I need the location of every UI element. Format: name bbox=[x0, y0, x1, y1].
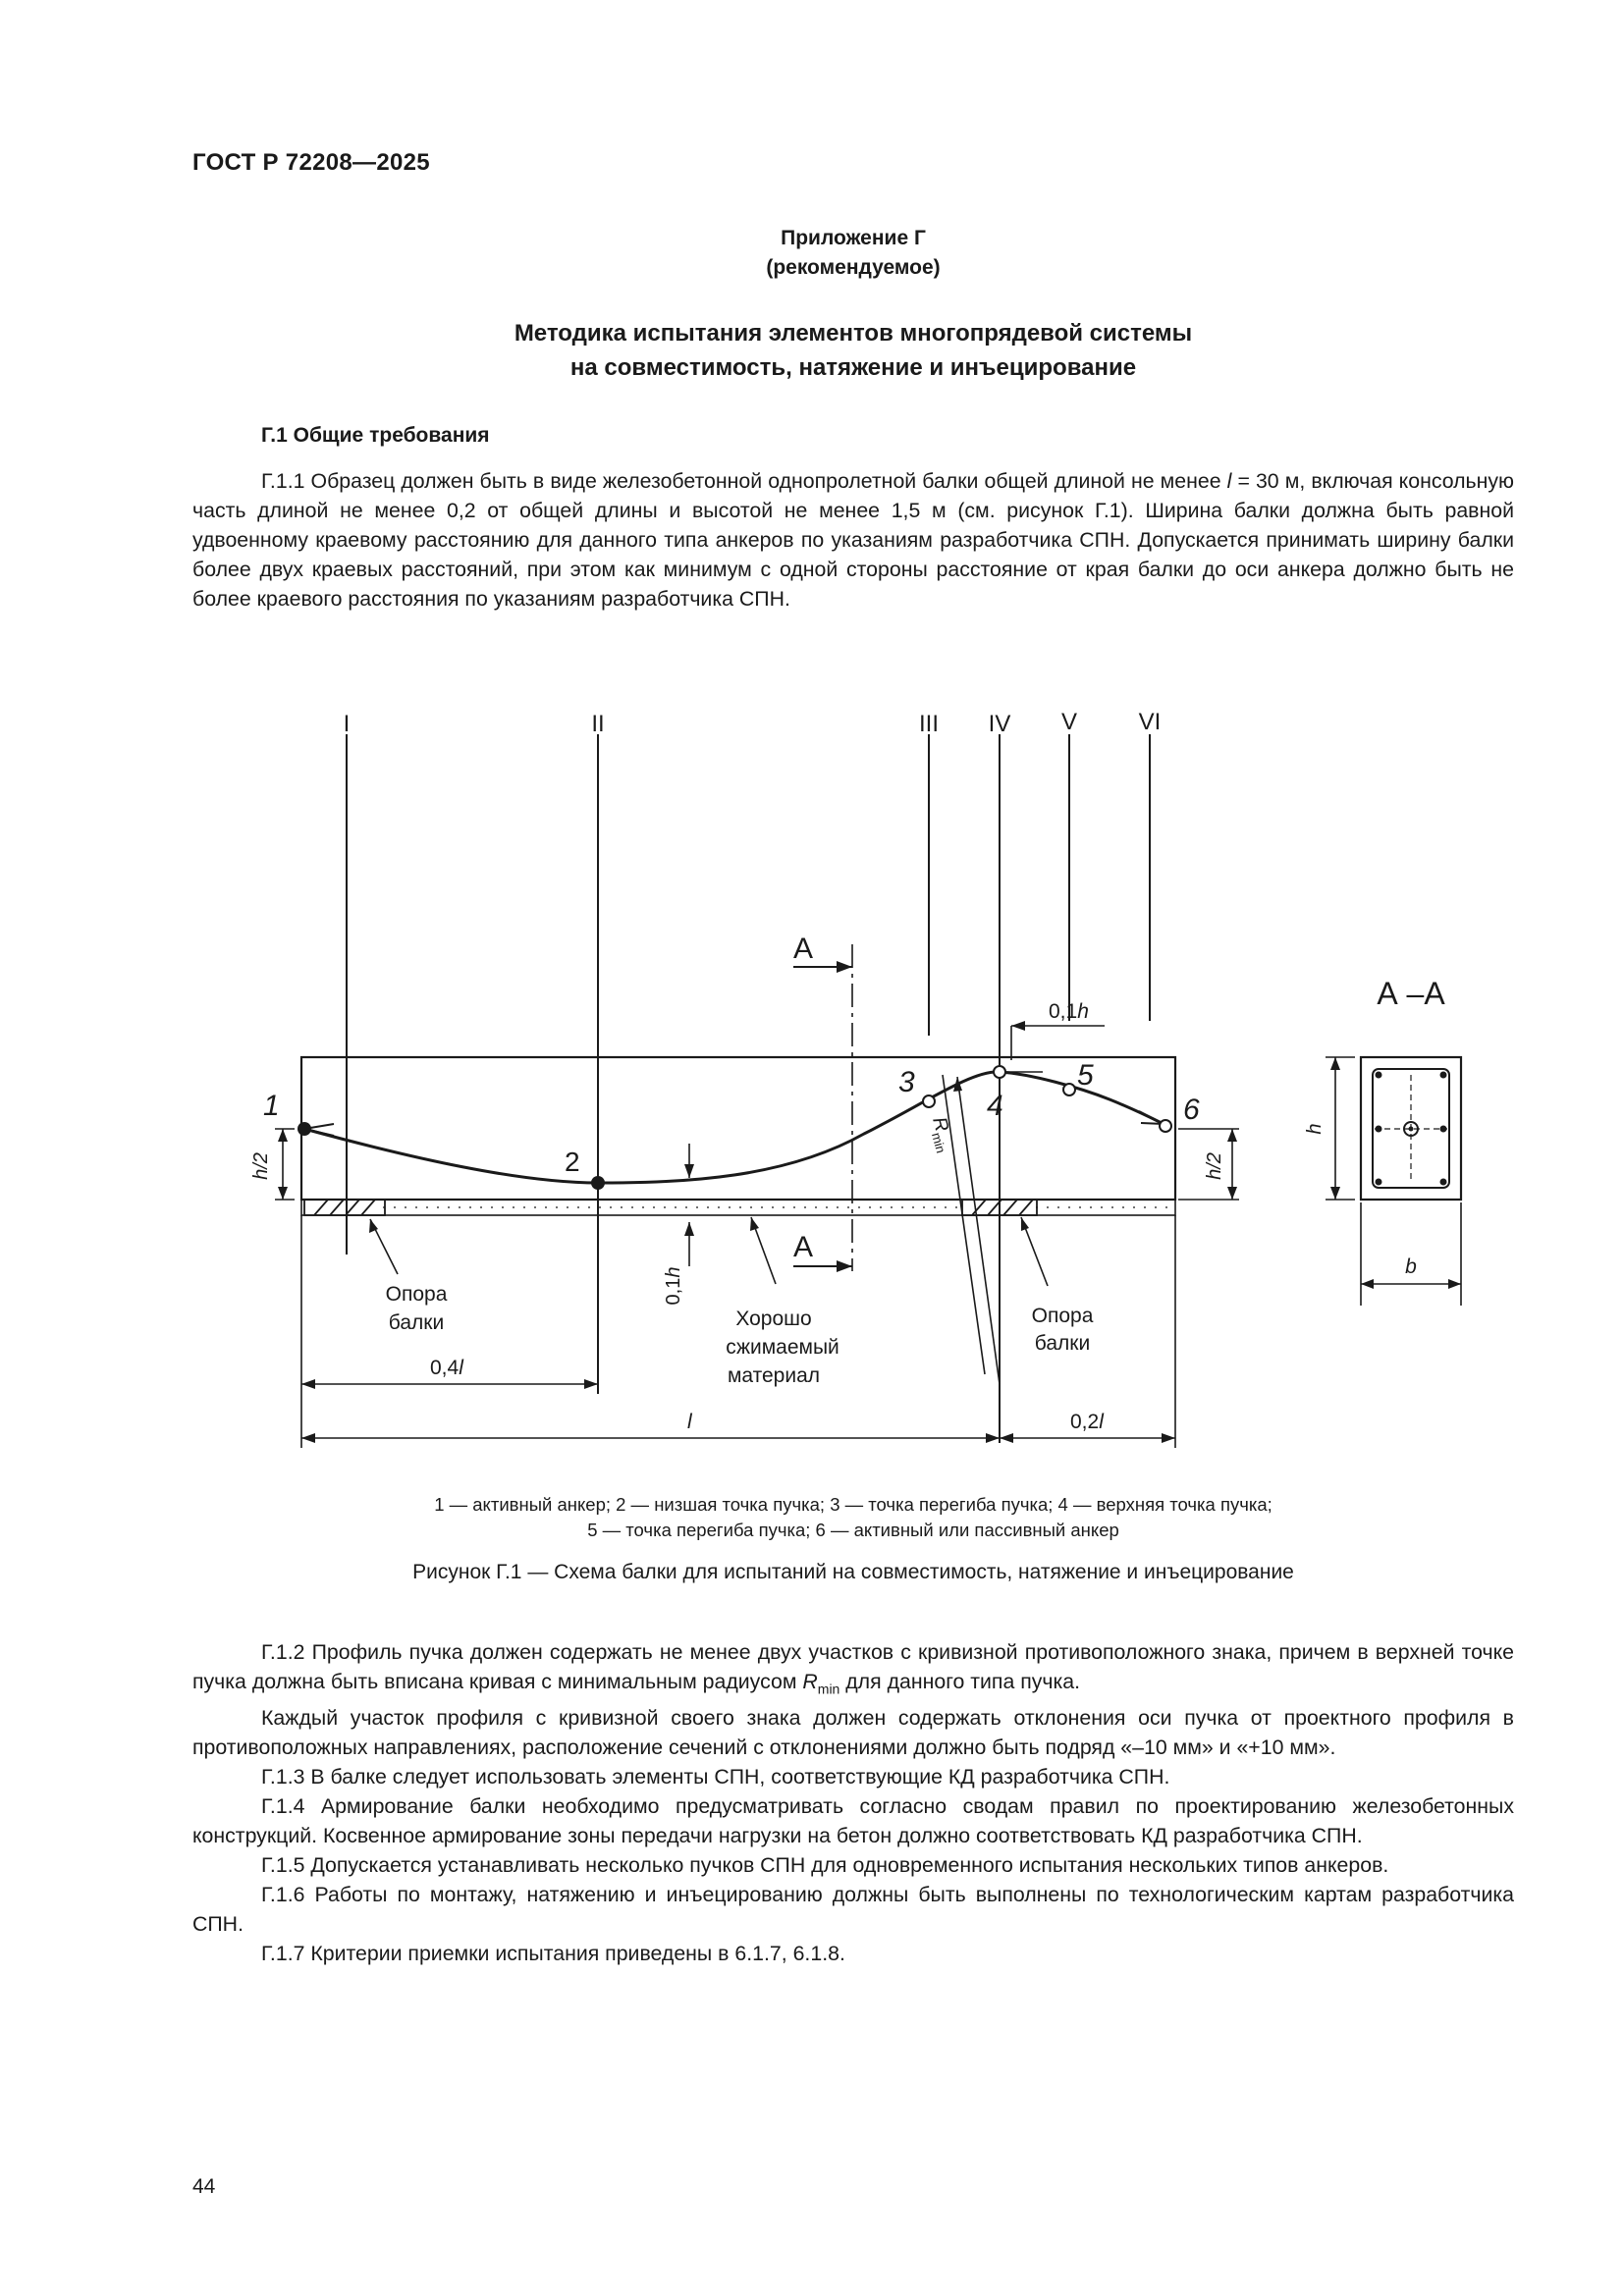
support-left-line1: Опора bbox=[386, 1283, 448, 1306]
annex-title-line2: на совместимость, натяжение и инъецирова… bbox=[569, 354, 1137, 381]
section-heading: Г.1 Общие требования bbox=[261, 424, 490, 447]
support-left bbox=[303, 1199, 386, 1216]
beam-test-diagram: I II III IV V VI 1 6 3 4 5 2 А А А –А 0,… bbox=[250, 709, 1463, 1448]
document-header: ГОСТ Р 72208—2025 bbox=[192, 149, 430, 176]
material-line2: сжимаемый bbox=[726, 1336, 839, 1359]
cross-section-outline bbox=[1359, 1055, 1463, 1201]
annex-title-line1: Методика испытания элементов многопрядев… bbox=[514, 320, 1193, 347]
variable-l: l bbox=[1226, 469, 1232, 493]
annex-status: (рекомендуемое) bbox=[766, 256, 941, 279]
cut-label-top: А bbox=[793, 933, 813, 965]
figure-legend: 1 — активный анкер; 2 — низшая точка пуч… bbox=[192, 1492, 1514, 1543]
support-right-line2: балки bbox=[1035, 1332, 1090, 1355]
paragraph-g-1-7: Г.1.7 Критерии приемки испытания приведе… bbox=[261, 1942, 845, 1966]
paragraph-g-1-3: Г.1.3 В балке следует использовать элеме… bbox=[261, 1765, 1170, 1789]
dim-01h-side: 0,1 bbox=[663, 1278, 684, 1306]
point-3-marker bbox=[922, 1095, 936, 1108]
paragraphs-g-1-2-to-g-1-7: Г.1.2 Профиль пучка должен содержать не … bbox=[192, 1637, 1514, 1968]
dim-04l-var: l bbox=[459, 1357, 464, 1379]
dim-b: b bbox=[1405, 1255, 1417, 1278]
dim-h-half-right: h/2 bbox=[1204, 1152, 1225, 1180]
point-5-marker bbox=[1062, 1083, 1076, 1096]
point-label-2: 2 bbox=[565, 1147, 580, 1177]
section-label-i: I bbox=[344, 711, 351, 737]
dim-01h-top-var: h bbox=[1077, 1000, 1089, 1023]
svg-text:0,4l: 0,4l bbox=[430, 1357, 464, 1379]
point-6-marker bbox=[1159, 1119, 1172, 1133]
dim-l: l bbox=[687, 1411, 693, 1433]
paragraph-g-1-6: Г.1.6 Работы по монтажу, натяжению и инъ… bbox=[192, 1883, 1514, 1937]
annex-label: Приложение Г bbox=[781, 227, 926, 249]
paragraph-profile-deviation: Каждый участок профиля с кривизной своег… bbox=[192, 1706, 1514, 1760]
rmin-sub: min bbox=[929, 1131, 948, 1154]
paragraph-g-1-1: Г.1.1 Образец должен быть в виде железоб… bbox=[192, 466, 1514, 614]
paragraph-g-1-5: Г.1.5 Допускается устанавливать нескольк… bbox=[261, 1853, 1389, 1878]
point-label-1: 1 bbox=[263, 1090, 280, 1122]
annex-title: Методика испытания элементов многопрядев… bbox=[192, 316, 1514, 385]
page-number: 44 bbox=[192, 2175, 216, 2198]
point-label-5: 5 bbox=[1077, 1059, 1094, 1092]
point-label-4: 4 bbox=[987, 1090, 1003, 1122]
figure-legend-line1: 1 — активный анкер; 2 — низшая точка пуч… bbox=[434, 1494, 1272, 1515]
section-label-vi: VI bbox=[1139, 709, 1162, 735]
cut-label-bottom: А bbox=[793, 1231, 813, 1263]
section-label-v: V bbox=[1061, 709, 1077, 735]
support-left-line2: балки bbox=[389, 1311, 444, 1334]
dim-02l-var: l bbox=[1099, 1411, 1105, 1433]
support-right bbox=[961, 1199, 1038, 1216]
section-label-iii: III bbox=[919, 711, 939, 737]
paragraph-text: Г.1.1 Образец должен быть в виде железоб… bbox=[261, 469, 1227, 493]
paragraph-g-1-4: Г.1.4 Армирование балки необходимо преду… bbox=[192, 1794, 1514, 1848]
material-line1: Хорошо bbox=[735, 1308, 811, 1330]
svg-text:Rmin: Rmin bbox=[925, 1115, 957, 1155]
rmin-label: R bbox=[928, 1115, 952, 1135]
support-right-line1: Опора bbox=[1032, 1305, 1094, 1327]
point-1-marker bbox=[298, 1122, 311, 1136]
dim-01h-top: 0,1 bbox=[1049, 1000, 1077, 1023]
point-4-marker bbox=[993, 1065, 1006, 1079]
svg-text:0,1h: 0,1h bbox=[1049, 1000, 1089, 1023]
section-label-iv: IV bbox=[989, 711, 1011, 737]
figure-caption: Рисунок Г.1 — Схема балки для испытаний … bbox=[412, 1561, 1294, 1583]
dim-h: h bbox=[1304, 1123, 1326, 1134]
annex-heading: Приложение Г (рекомендуемое) bbox=[192, 224, 1514, 283]
tendon-profile bbox=[303, 1070, 1164, 1185]
point-label-6: 6 bbox=[1183, 1094, 1200, 1126]
section-view-title: А –А bbox=[1377, 976, 1445, 1011]
paragraph-text: = 30 м, включая консольную часть длиной … bbox=[192, 469, 1514, 611]
dim-h-half-left: h/2 bbox=[250, 1152, 272, 1180]
dim-01h-side-var: h bbox=[663, 1267, 684, 1278]
paragraph-g-1-2: Г.1.2 Профиль пучка должен содержать не … bbox=[192, 1640, 1514, 1697]
svg-text:0,1h: 0,1h bbox=[663, 1267, 684, 1306]
dim-02l: 0,2 bbox=[1070, 1411, 1099, 1433]
point-label-3: 3 bbox=[898, 1066, 915, 1098]
material-line3: материал bbox=[728, 1364, 820, 1387]
point-2-marker bbox=[591, 1176, 605, 1190]
compressible-layer bbox=[300, 1199, 1176, 1216]
dim-04l: 0,4 bbox=[430, 1357, 460, 1379]
figure-legend-line2: 5 — точка перегиба пучка; 6 — активный и… bbox=[587, 1520, 1119, 1540]
section-label-ii: II bbox=[591, 711, 604, 737]
svg-text:0,2l: 0,2l bbox=[1070, 1411, 1105, 1433]
cross-section-stirrup bbox=[1372, 1068, 1450, 1189]
